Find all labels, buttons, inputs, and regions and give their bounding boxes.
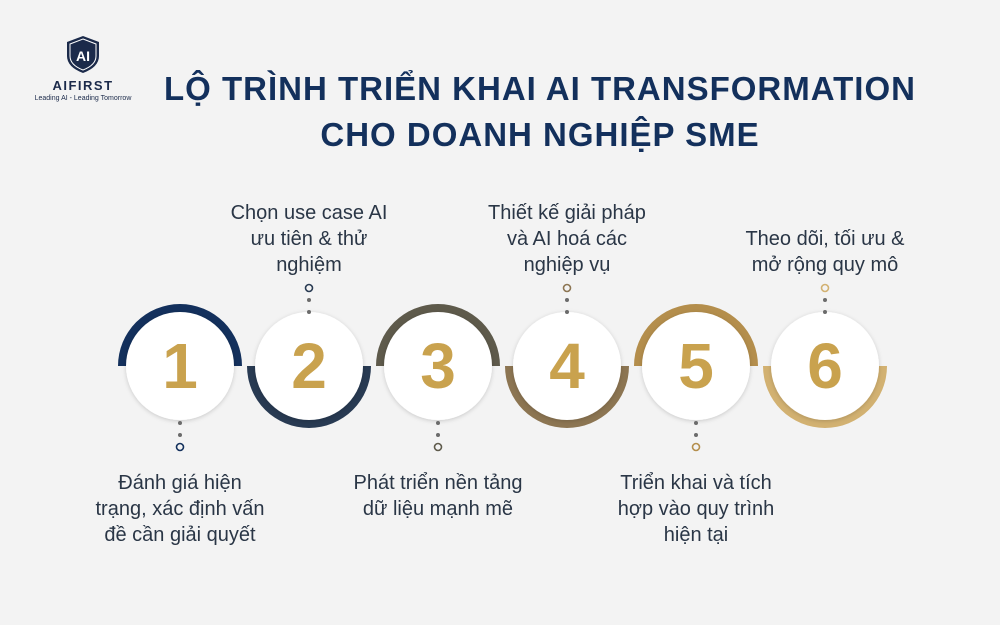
connector-dot: [562, 283, 572, 293]
step-arc: [634, 304, 758, 366]
connector-dot: [691, 442, 701, 452]
step-2-label: Chọn use case AI ưu tiên & thử nghiệm: [230, 202, 388, 276]
step-circle: [642, 312, 750, 420]
title-line-2: CHO DOANH NGHIỆP SME: [320, 116, 760, 153]
brand-tagline: Leading AI - Leading Tomorrow: [34, 95, 132, 102]
title-line-1: LỘ TRÌNH TRIỂN KHAI AI TRANSFORMATION: [164, 70, 916, 107]
step-circle: [513, 312, 621, 420]
step-circle: [384, 312, 492, 420]
step-number: 4: [549, 330, 585, 402]
brand-name: AIFIRST: [52, 78, 114, 93]
step-6-label: Theo dõi, tối ưu & mở rộng quy mô: [745, 228, 905, 276]
step-arc: [505, 366, 629, 428]
step-arc: [247, 366, 371, 428]
step-5: 5: [634, 304, 758, 452]
connector-dot: [565, 310, 569, 314]
logo-mark-text: AI: [76, 48, 90, 64]
step-3-label: Phát triển nền tảng dữ liệu mạnh mẽ: [353, 472, 523, 520]
connector-dot: [436, 421, 440, 425]
step-1-label: Đánh giá hiện trạng, xác định vấn đề cần…: [95, 472, 265, 546]
step-number: 1: [162, 330, 198, 402]
connector-dot: [433, 442, 443, 452]
step-arc: [376, 304, 500, 366]
shield-logo-icon: AI: [67, 36, 99, 73]
step-number: 5: [678, 330, 714, 402]
connector-dot: [823, 298, 827, 302]
step-4-label: Thiết kế giải pháp và AI hoá các nghiệp …: [488, 202, 646, 276]
step-number: 3: [420, 330, 456, 402]
step-6: 6: [763, 283, 887, 428]
page-title: LỘ TRÌNH TRIỂN KHAI AI TRANSFORMATION CH…: [150, 66, 930, 158]
brand-logo: AI AIFIRST Leading AI - Leading Tomorrow: [28, 34, 138, 102]
connector-dot: [820, 283, 830, 293]
step-3: 3: [376, 304, 500, 452]
step-arc: [118, 304, 242, 366]
connector-dot: [178, 421, 182, 425]
connector-dot: [565, 298, 569, 302]
connector-dot: [307, 298, 311, 302]
step-arc: [763, 366, 887, 428]
step-number: 2: [291, 330, 327, 402]
connector-dot: [694, 433, 698, 437]
step-circle: [771, 312, 879, 420]
connector-dot: [694, 421, 698, 425]
connector-dot: [436, 433, 440, 437]
step-number: 6: [807, 330, 843, 402]
step-4: 4: [505, 283, 629, 428]
connector-dot: [178, 433, 182, 437]
connector-dot: [823, 310, 827, 314]
connector-dot: [175, 442, 185, 452]
connector-dot: [307, 310, 311, 314]
step-5-label: Triển khai và tích hợp vào quy trình hiệ…: [617, 472, 775, 546]
step-circle: [255, 312, 363, 420]
step-circle: [126, 312, 234, 420]
connector-dot: [304, 283, 314, 293]
step-2: 2: [247, 283, 371, 428]
step-1: 1: [118, 304, 242, 452]
